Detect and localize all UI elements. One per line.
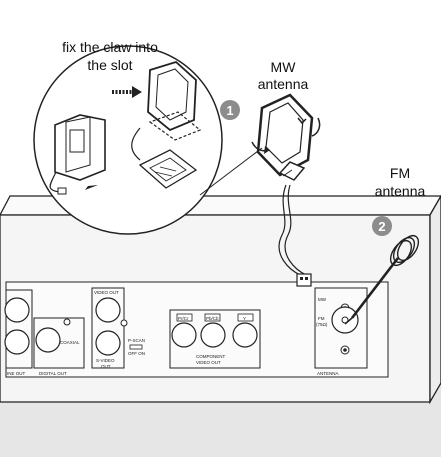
- step-2-badge: 2: [372, 216, 392, 236]
- instruction-line-2: the slot: [87, 57, 132, 73]
- fm-antenna-label-2: antenna: [375, 183, 426, 199]
- step-1-badge: 1: [220, 100, 240, 120]
- line-out-connectors: INE OUT: [4, 289, 33, 376]
- step-1-number: 1: [226, 103, 233, 118]
- instruction-line-1: fix the claw into: [62, 39, 158, 55]
- svideo-label-1: S-VIDEO: [96, 358, 115, 363]
- fm-ohm-label: (75Ω): [316, 322, 328, 327]
- antenna-terminal-label: ANTENNA: [317, 371, 339, 376]
- step-2-number: 2: [378, 219, 385, 234]
- digital-out-connector: COAXIAL DIGITAL OUT: [33, 317, 85, 376]
- pscan-label: P-SCAN: [128, 338, 145, 343]
- digital-out-label: DIGITAL OUT: [39, 371, 67, 376]
- video-out-connectors: VIDEO OUT S-VIDEO OUT: [91, 287, 128, 369]
- video-out-label: VIDEO OUT: [94, 290, 119, 295]
- pscan-off-on-label: OFF ON: [128, 351, 145, 356]
- pscan-switch: P-SCAN OFF ON: [128, 338, 145, 356]
- fm-terminal-label: FM: [318, 316, 325, 321]
- component-video-out: Pr/Cr Pb/Cb Y COMPONENT VIDEO OUT: [169, 309, 261, 369]
- line-out-label: INE OUT: [7, 371, 26, 376]
- pb-label: Pb/Cb: [206, 316, 219, 321]
- antenna-terminal: MW FM (75Ω) ANTENNA: [314, 287, 368, 376]
- component-label-2: VIDEO OUT: [196, 360, 221, 365]
- mw-loop-antenna: [251, 93, 321, 181]
- svideo-label-2: OUT: [101, 364, 111, 369]
- coaxial-label: COAXIAL: [60, 340, 80, 345]
- fm-antenna-wire: [344, 234, 420, 325]
- y-label: Y: [243, 316, 246, 321]
- fm-antenna-label-1: FM: [390, 165, 410, 181]
- mw-terminal-label: MW: [318, 297, 327, 302]
- component-label-1: COMPONENT: [196, 354, 226, 359]
- mw-antenna-label-2: antenna: [258, 76, 309, 92]
- mw-antenna-label-1: MW: [271, 59, 297, 75]
- mw-antenna-cable: [278, 184, 312, 287]
- claw-inset: [33, 45, 263, 235]
- pr-label: Pr/Cr: [178, 316, 189, 321]
